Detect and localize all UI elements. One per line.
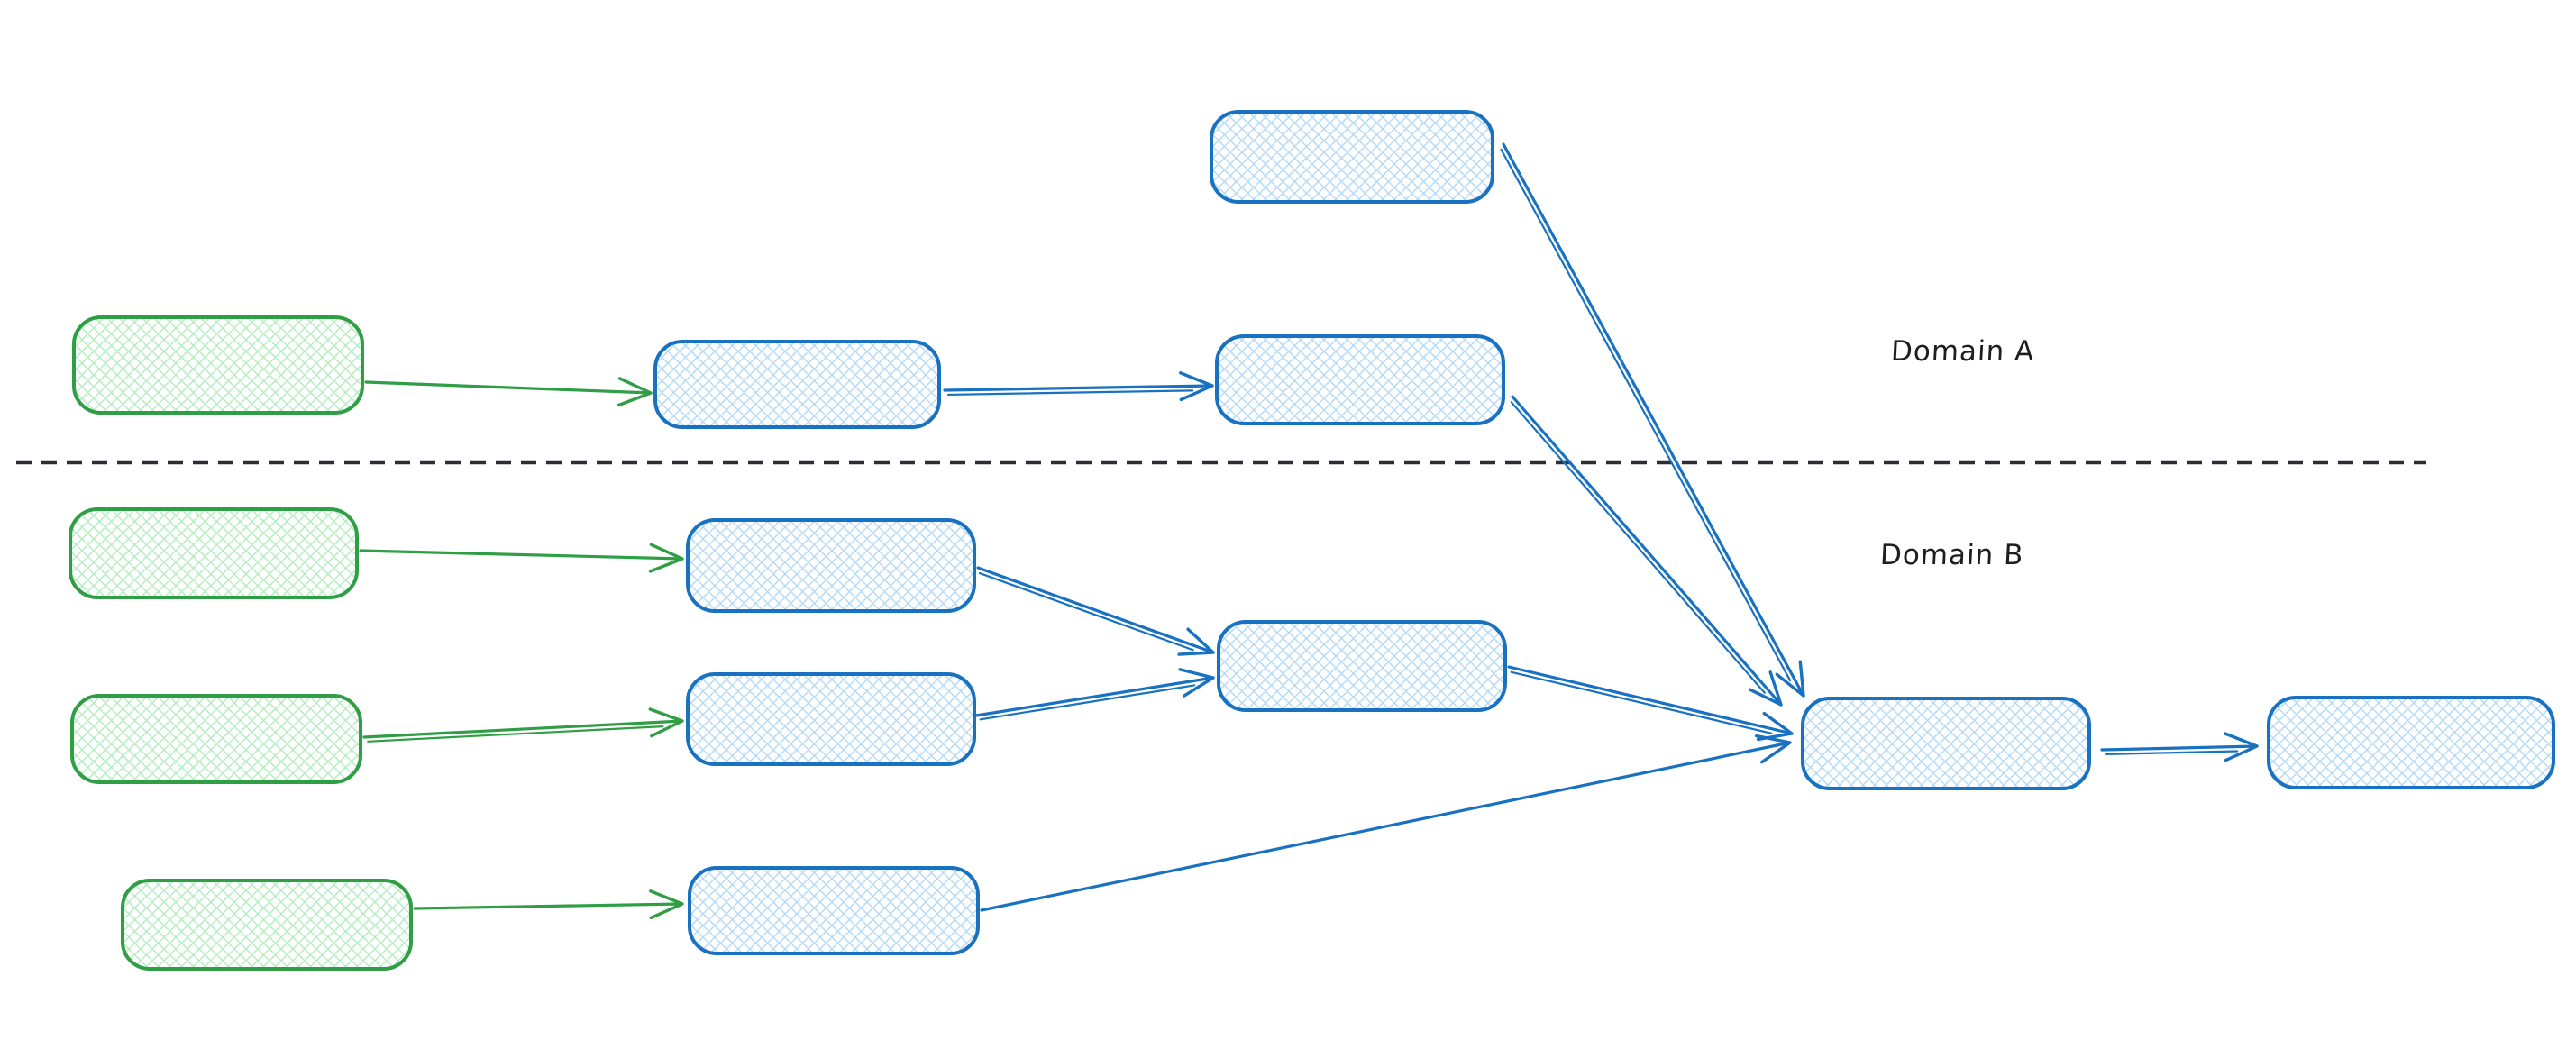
node-domain-a-stage-1: [653, 340, 941, 429]
node-domain-b-source-2: [70, 694, 362, 784]
node-domain-b-stage-1: [686, 518, 976, 613]
node-domain-a-source: [72, 315, 364, 415]
arrow-aggregator-to-output: [2100, 732, 2259, 762]
arrow-b-source-1-to-b-stage-1: [359, 543, 684, 573]
node-top-source: [1210, 110, 1494, 204]
arrow-b-stage-2-to-b-merge: [974, 668, 1215, 721]
arrow-b-merge-to-aggregator: [1507, 665, 1794, 742]
node-domain-a-stage-2: [1215, 334, 1505, 425]
node-domain-b-stage-2: [686, 672, 976, 766]
arrow-top-source-to-aggregator: [1500, 142, 1805, 698]
node-aggregator: [1801, 697, 2091, 790]
node-domain-b-stage-3: [688, 866, 980, 955]
node-domain-b-source-1: [69, 507, 359, 599]
node-output: [2267, 696, 2555, 789]
domain-b-label: Domain B: [1879, 539, 2025, 571]
arrow-b-stage-3-to-aggregator: [980, 734, 1792, 912]
arrow-b-stage-1-to-b-merge: [976, 566, 1215, 656]
arrow-a-stage-2-to-aggregator: [1510, 395, 1783, 707]
arrow-a-source-to-a-stage-1: [364, 377, 653, 407]
arrow-b-source-2-to-b-stage-2: [362, 707, 684, 743]
node-domain-b-merge: [1217, 620, 1507, 712]
arrow-a-stage-1-to-a-stage-2: [943, 371, 1214, 402]
arrow-b-source-3-to-b-stage-3: [413, 889, 684, 920]
domain-a-label: Domain A: [1890, 335, 2036, 368]
node-domain-b-source-3: [121, 879, 413, 971]
